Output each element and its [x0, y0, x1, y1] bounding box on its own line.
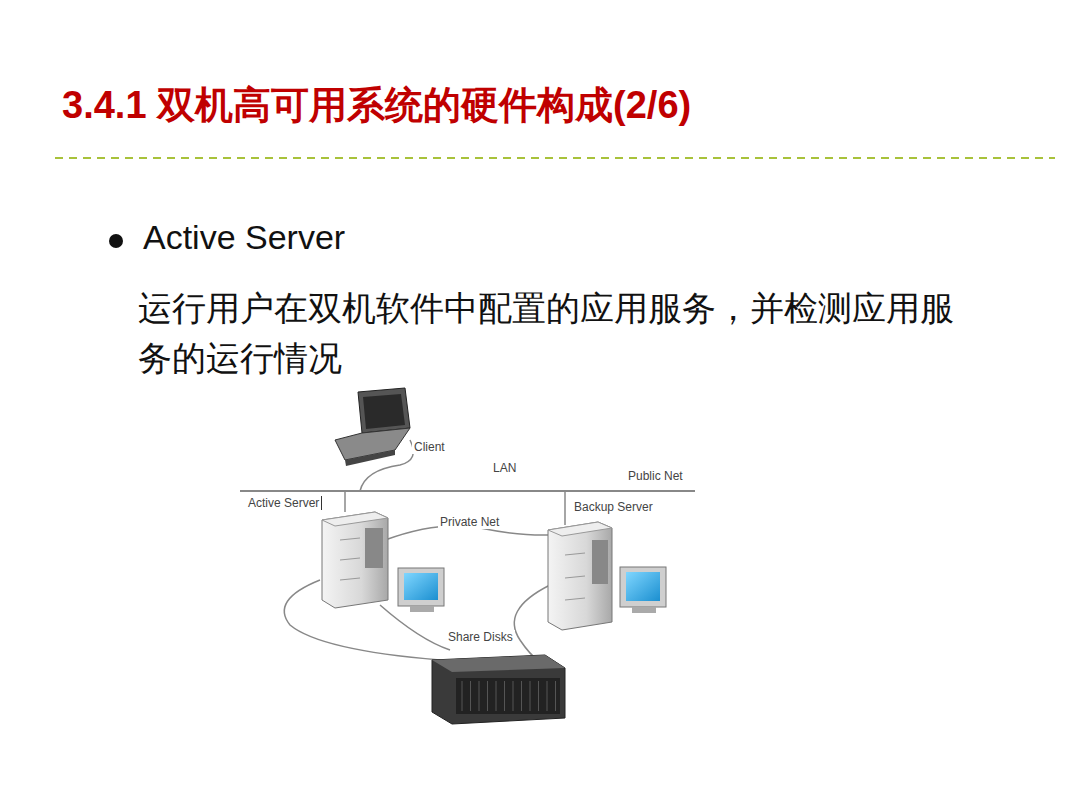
backup-server-tower: [548, 522, 612, 630]
laptop-icon: [335, 388, 410, 466]
disk-slot: [555, 681, 556, 711]
device-label: Backup Server: [572, 500, 655, 514]
share-disk-array: [432, 655, 565, 724]
backup-monitor: [620, 567, 666, 613]
bullet-dot: [109, 234, 123, 248]
slide-title: 3.4.1 双机高可用系统的硬件构成(2/6): [62, 80, 691, 131]
active-monitor: [398, 568, 444, 612]
disk-slot: [521, 681, 522, 711]
body-text: 运行用户在双机软件中配置的应用服务，并检测应用服务的运行情况: [138, 283, 968, 383]
disk-slot: [513, 681, 514, 711]
bullet-heading: Active Server: [143, 218, 345, 257]
active-server-tower: [322, 512, 388, 608]
network-label: LAN: [491, 461, 518, 475]
backup-lan-wire: [564, 491, 566, 525]
network-label: Public Net: [626, 469, 685, 483]
lan-bus: [240, 490, 695, 492]
disk-slot: [538, 681, 539, 711]
disk-slot: [487, 681, 488, 711]
device-label: Share Disks: [446, 630, 515, 644]
device-label: Active Server: [246, 496, 322, 510]
device-label: Client: [412, 440, 447, 454]
disk-slot: [547, 681, 548, 711]
disk-slot: [462, 681, 463, 711]
network-label: Private Net: [438, 515, 501, 529]
active-lan-wire: [344, 491, 346, 512]
separator-line: [55, 157, 1055, 159]
disk-wire-mid: [380, 605, 450, 650]
disk-slot: [504, 681, 505, 711]
disk-slot: [530, 681, 531, 711]
disk-wire-right: [514, 585, 550, 662]
disk-slot: [470, 681, 471, 711]
disk-slot: [479, 681, 480, 711]
disk-slot: [496, 681, 497, 711]
